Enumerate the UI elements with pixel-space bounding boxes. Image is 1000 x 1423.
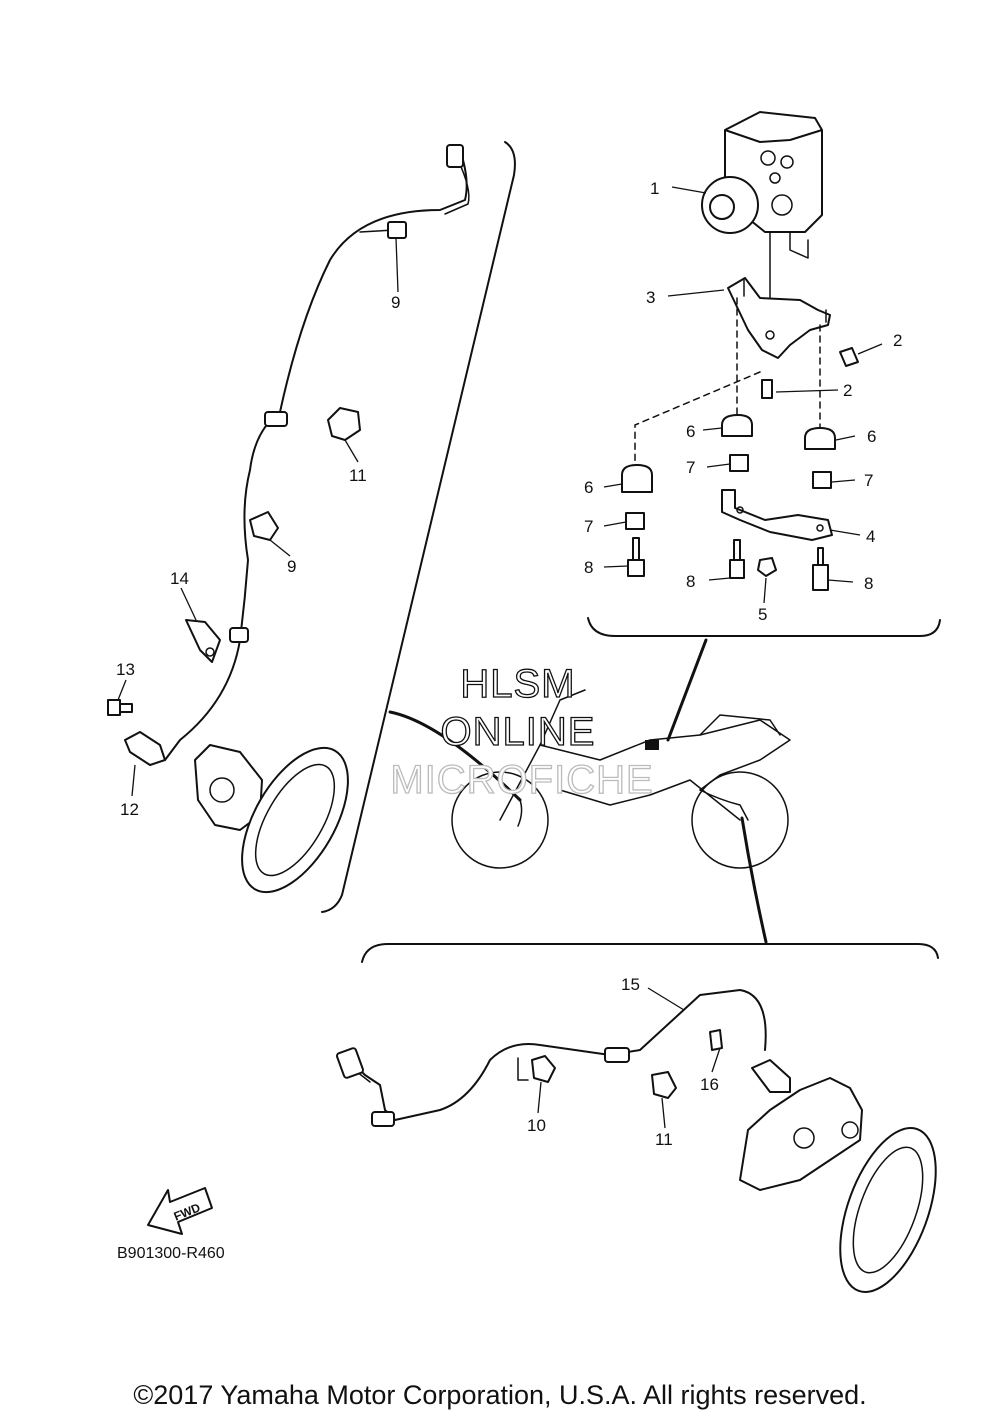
callout-11-rear: 11 <box>655 1130 673 1149</box>
callout-6-left: 6 <box>584 478 593 497</box>
callout-4: 4 <box>866 527 875 546</box>
callout-2-lower: 2 <box>843 381 852 400</box>
panel-leaders <box>388 638 768 944</box>
motorcycle-silhouette <box>451 689 791 869</box>
callout-7-right: 7 <box>864 471 873 490</box>
watermark-line-1: HLSM <box>460 662 575 706</box>
diagram-code: B901300-R460 <box>117 1245 225 1262</box>
callout-6-right: 6 <box>867 427 876 446</box>
callout-16: 16 <box>700 1075 719 1094</box>
callout-3: 3 <box>646 288 655 307</box>
callout-9-lower: 9 <box>287 557 296 576</box>
callout-15: 15 <box>621 975 640 994</box>
abs-hydraulic-unit-assembly <box>621 111 859 591</box>
watermark-line-2: ONLINE <box>441 710 596 754</box>
front-sensor-harness <box>107 144 470 894</box>
watermark-line-3: MICROFICHE <box>390 758 653 802</box>
callout-12: 12 <box>120 800 139 819</box>
callout-7-center: 7 <box>686 458 695 477</box>
callout-9-upper: 9 <box>391 293 400 312</box>
callout-8-center: 8 <box>686 572 695 591</box>
callout-13: 13 <box>116 660 135 679</box>
callout-2-upper: 2 <box>893 331 902 350</box>
callout-5: 5 <box>758 605 767 624</box>
callout-14: 14 <box>170 569 189 588</box>
callout-8-right: 8 <box>864 574 873 593</box>
watermark: HLSM ONLINE MICROFICHE <box>390 661 654 802</box>
copyright-notice: ©2017 Yamaha Motor Corporation, U.S.A. A… <box>133 1380 867 1410</box>
callout-11-front: 11 <box>349 466 367 485</box>
callout-7-left: 7 <box>584 517 593 536</box>
panel-borders <box>321 141 941 963</box>
callout-10: 10 <box>527 1116 546 1135</box>
callout-numbers: 1 2 2 3 4 5 6 6 6 7 7 7 8 8 8 9 9 10 11 … <box>116 179 902 1149</box>
callout-6-center: 6 <box>686 422 695 441</box>
fwd-direction-arrow: FWD <box>147 1187 213 1235</box>
callout-8-left: 8 <box>584 558 593 577</box>
callout-leaders <box>117 186 883 1129</box>
rear-sensor-harness <box>336 989 937 1293</box>
callout-1: 1 <box>650 179 659 198</box>
